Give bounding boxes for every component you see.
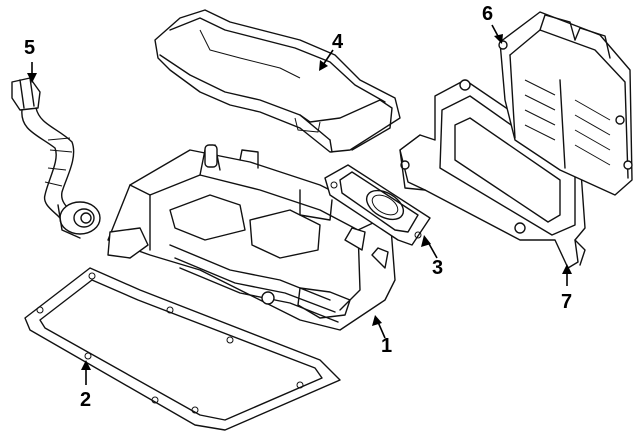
callout-6: 6 [482, 3, 494, 25]
leader-3 [427, 241, 438, 259]
arrow-1 [372, 315, 382, 326]
arrow-4 [319, 60, 328, 71]
part-1-inverter [107, 144, 396, 331]
callout-7: 7 [561, 291, 573, 313]
callout-4: 4 [332, 31, 344, 53]
callout-1: 1 [381, 335, 393, 357]
arrow-5 [27, 73, 37, 83]
part-4-cover [154, 9, 401, 153]
leader-lines [27, 24, 572, 385]
part-7-bracket [399, 79, 586, 269]
part-5-hose [11, 77, 101, 239]
part-6-module [498, 11, 633, 196]
callout-3: 3 [432, 257, 444, 279]
callout-2: 2 [80, 389, 92, 411]
leader-1 [377, 321, 386, 339]
arrow-2 [81, 360, 91, 370]
arrow-7 [562, 264, 572, 274]
part-2-gasket [24, 267, 341, 431]
part-3-seal [324, 164, 431, 246]
callout-5: 5 [24, 37, 36, 59]
arrow-6 [494, 34, 503, 44]
arrow-3 [421, 235, 431, 247]
leader-4 [322, 49, 334, 66]
